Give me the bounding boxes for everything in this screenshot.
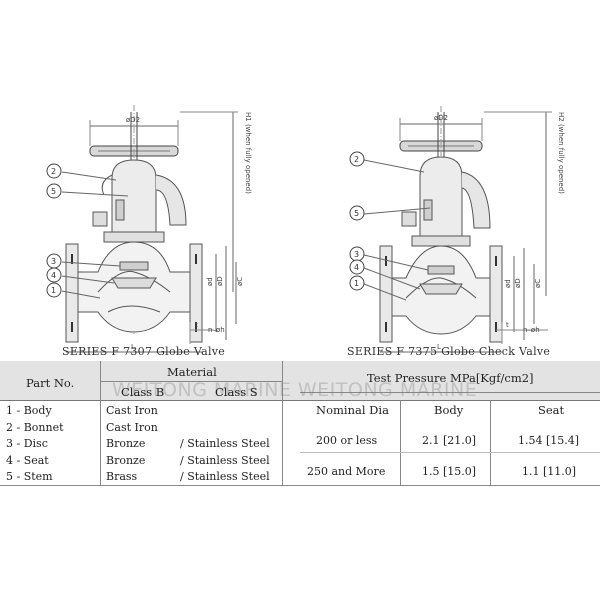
separator-material-pressure xyxy=(282,361,283,485)
caption-globe-check-valve: SERIES F 7375 Globe Check Valve xyxy=(347,345,551,358)
dim-right-h2: H2 (when fully opened) xyxy=(557,112,565,194)
dim-left-nph: n–øh xyxy=(208,326,225,334)
material-class-b: Cast Iron xyxy=(106,404,158,417)
nominal-dia: 200 or less xyxy=(316,434,378,447)
globe-check-valve-drawing xyxy=(363,106,552,353)
seat-pressure: 1.1 [11.0] xyxy=(522,465,577,478)
watermark: WEITONG MARINE WEITONG MARINE xyxy=(112,379,478,401)
globe-valve-drawing xyxy=(61,105,238,353)
nominal-dia: 250 and More xyxy=(307,465,386,478)
dim-right-d2: øD2 xyxy=(434,114,448,122)
seat-header: Seat xyxy=(538,403,565,417)
dim-right-small-d: ød xyxy=(504,279,512,288)
dim-right-big-d: øD xyxy=(514,278,522,288)
callout-left-2: 2 xyxy=(51,167,56,176)
callout-right-5: 5 xyxy=(354,209,359,218)
material-subheader-line xyxy=(100,381,282,382)
dim-right-l: L xyxy=(437,343,441,351)
part-no-header: Part No. xyxy=(26,376,75,390)
separator-part-material xyxy=(100,361,101,485)
callout-right-4: 4 xyxy=(354,263,359,272)
pressure-subheader-line xyxy=(300,392,600,393)
callout-left-5: 5 xyxy=(51,187,56,196)
dim-right-t: t xyxy=(506,321,509,329)
test-pressure-title: Test Pressure MPa[Kgf/cm2] xyxy=(367,371,534,385)
part-name: 4 - Seat xyxy=(6,454,49,467)
dim-left-c: øC xyxy=(236,277,244,286)
material-class-b: Cast Iron xyxy=(106,421,158,434)
dim-left-big-d: øD xyxy=(216,276,224,286)
caption-globe-valve: SERIES F 7307 Globe Valve xyxy=(62,345,226,358)
part-name: 5 - Stem xyxy=(6,470,53,483)
callouts-right xyxy=(349,151,365,291)
callout-left-4: 4 xyxy=(51,271,56,280)
callout-left-1: 1 xyxy=(51,286,56,295)
callouts-left xyxy=(46,163,62,298)
valve-drawings: 2 5 3 4 1 2 5 3 4 1 øD2 H1 (when fully o… xyxy=(46,105,565,353)
material-header: Material xyxy=(167,365,217,379)
callout-right-1: 1 xyxy=(354,279,359,288)
body-pressure: 2.1 [21.0] xyxy=(422,434,477,447)
part-name: 3 - Disc xyxy=(6,437,48,450)
class-s-header: Class S xyxy=(215,385,258,399)
separator-nominal-body xyxy=(400,400,401,485)
dim-left-d2: øD2 xyxy=(126,116,140,124)
nominal-dia-header: Nominal Dia xyxy=(316,403,389,417)
part-name: 1 - Body xyxy=(6,404,52,417)
dim-right-nph: n–øh xyxy=(523,326,540,334)
separator-body-seat xyxy=(490,400,491,485)
callout-right-2: 2 xyxy=(354,155,359,164)
dim-left-h1: H1 (when fully opened) xyxy=(244,112,252,194)
header-divider xyxy=(0,400,600,401)
seat-pressure: 1.54 [15.4] xyxy=(518,434,580,447)
table-bottom-line xyxy=(0,485,600,486)
dim-right-c: øC xyxy=(534,279,542,288)
class-b-header: Class B xyxy=(121,385,165,399)
callout-left-3: 3 xyxy=(51,257,56,266)
pressure-row-divider xyxy=(300,452,600,453)
material-class-s: / Stainless Steel xyxy=(180,470,270,483)
dim-left-l: L xyxy=(131,343,135,351)
material-class-b: Brass xyxy=(106,470,138,483)
callout-right-3: 3 xyxy=(354,250,359,259)
dim-left-t: t xyxy=(195,321,198,329)
material-class-b: Bronze xyxy=(106,437,146,450)
material-class-s: / Stainless Steel xyxy=(180,437,270,450)
dim-left-small-d: ød xyxy=(206,277,214,286)
material-class-b: Bronze xyxy=(106,454,146,467)
material-class-s: / Stainless Steel xyxy=(180,454,270,467)
body-header: Body xyxy=(434,403,464,417)
part-name: 2 - Bonnet xyxy=(6,421,64,434)
body-pressure: 1.5 [15.0] xyxy=(422,465,477,478)
